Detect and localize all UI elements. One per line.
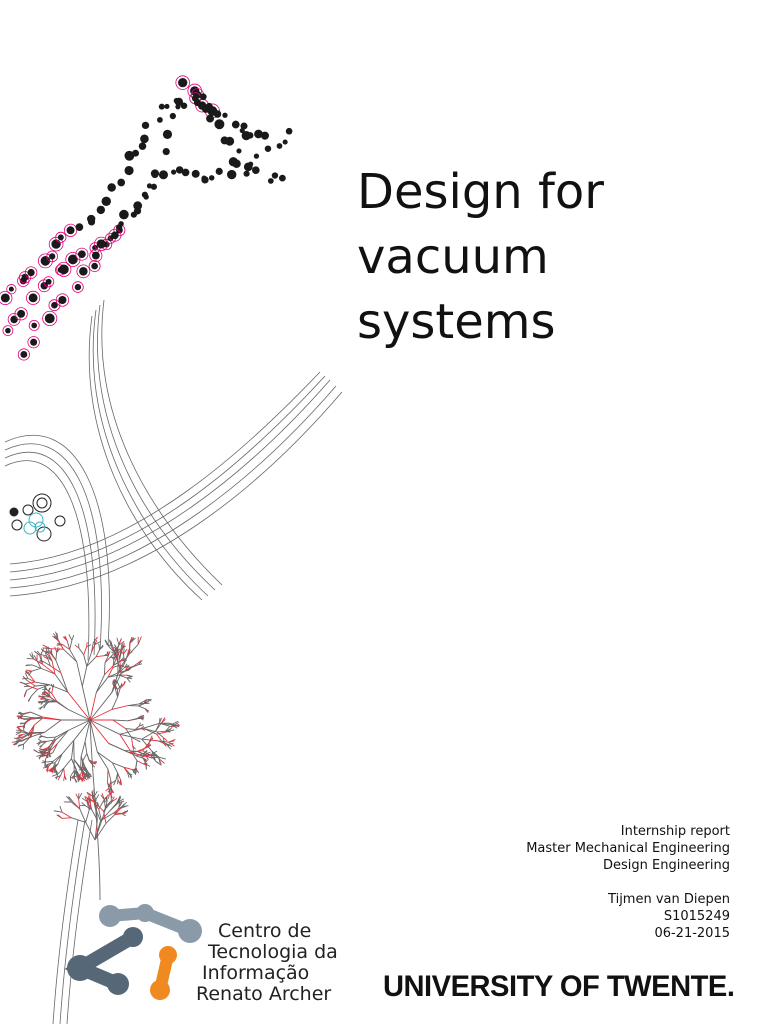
curved-lines [4, 299, 343, 1024]
cti-line-2: Tecnologia da [208, 941, 338, 963]
title-line-1: Design for [357, 164, 604, 220]
report-track: Design Engineering [602, 858, 730, 873]
dot-cluster [0, 75, 293, 361]
report-type: Internship report [620, 824, 730, 839]
title-line-3: systems [357, 294, 556, 350]
cti-line-3: Informação [202, 962, 310, 984]
title-line-2: vacuum [357, 229, 549, 285]
report-details: Internship report Master Mechanical Engi… [526, 823, 730, 942]
cti-logo-mark [64, 904, 202, 1000]
cti-line-4: Renato Archer [196, 983, 332, 1005]
report-author: Tijmen van Diepen [608, 892, 730, 907]
university-of-twente-logo: UNIVERSITY OF TWENTE. [383, 970, 735, 1003]
cti-logo-text: Centro de Tecnologia da Informação Renat… [196, 921, 338, 1005]
report-student-number: S1015249 [663, 909, 730, 924]
circle-cluster [9, 493, 66, 542]
report-date: 06-21-2015 [654, 926, 730, 941]
plant-illustration [11, 631, 180, 901]
report-title: Design for vacuum systems [357, 160, 604, 355]
cti-line-1: Centro de [218, 920, 312, 942]
report-program: Master Mechanical Engineering [526, 841, 730, 856]
